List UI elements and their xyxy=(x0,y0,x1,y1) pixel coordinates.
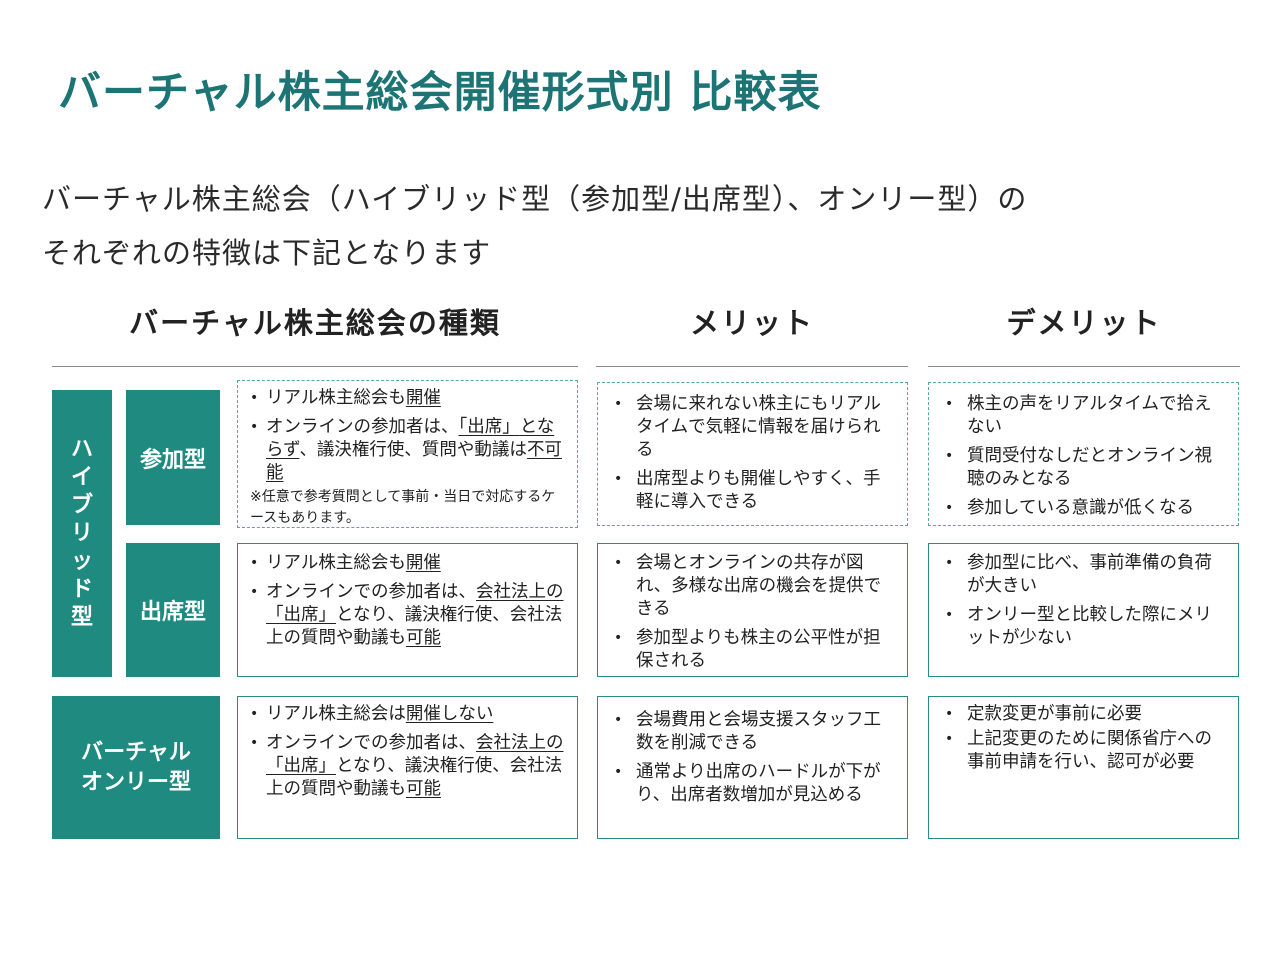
list-item: 参加している意識が低くなる xyxy=(941,497,1228,520)
header-merit: メリット xyxy=(689,306,814,340)
list-item: 上記変更のために関係省庁への事前申請を行い、認可が必要 xyxy=(941,728,1228,774)
list-item: オンラインの参加者は、「出席」とならず、議決権行使、質問や動議は不可能 xyxy=(250,416,567,485)
attendance-demerits: 参加型に比べ、事前準備の負荷が大きい オンリー型と比較した際にメリットが少ない xyxy=(928,543,1239,677)
list-item: オンリー型と比較した際にメリットが少ない xyxy=(941,604,1228,650)
divider-demerit xyxy=(928,366,1240,367)
hybrid-char: イ xyxy=(70,464,93,490)
hybrid-char: 型 xyxy=(70,604,93,630)
page-title: バーチャル株主総会開催形式別 比較表 xyxy=(58,68,822,118)
list-item: リアル株主総会も開催 xyxy=(250,552,567,575)
list-item: 参加型よりも株主の公平性が担保される xyxy=(610,627,897,673)
hybrid-label: ハ イ ブ リ ッ ド 型 xyxy=(52,390,112,677)
attendance-description: リアル株主総会も開催 オンラインでの参加者は、会社法上の「出席」となり、議決権行… xyxy=(237,543,578,677)
divider-merit xyxy=(596,366,908,367)
only-label-line-2: オンリー型 xyxy=(80,769,191,795)
list-item: 会場に来れない株主にもリアルタイムで気軽に情報を届けられる xyxy=(610,393,897,462)
only-demerits: 定款変更が事前に必要 上記変更のために関係省庁への事前申請を行い、認可が必要 xyxy=(928,696,1239,839)
only-label-line-1: バーチャル xyxy=(81,739,191,765)
list-item: 出席型よりも開催しやすく、手軽に導入できる xyxy=(610,468,897,514)
attendance-merits: 会場とオンラインの共存が図れ、多様な出席の機会を提供できる 参加型よりも株主の公… xyxy=(597,543,908,677)
list-item: 質問受付なしだとオンライン視聴のみとなる xyxy=(941,445,1228,491)
list-item: オンラインでの参加者は、会社法上の「出席」となり、議決権行使、会社法上の質問や動… xyxy=(250,732,567,801)
list-item: 参加型に比べ、事前準備の負荷が大きい xyxy=(941,552,1228,598)
subtitle: バーチャル株主総会（ハイブリッド型（参加型/出席型）、オンリー型）の それぞれの… xyxy=(42,172,1027,280)
header-demerit: デメリット xyxy=(1006,306,1162,340)
only-description: リアル株主総会は開催しない オンラインでの参加者は、会社法上の「出席」となり、議… xyxy=(237,696,578,839)
list-item: 株主の声をリアルタイムで拾えない xyxy=(941,393,1228,439)
subtitle-line-1: バーチャル株主総会（ハイブリッド型（参加型/出席型）、オンリー型）の xyxy=(42,182,1028,216)
list-item: オンラインでの参加者は、会社法上の「出席」となり、議決権行使、会社法上の質問や動… xyxy=(250,581,567,650)
participation-description: リアル株主総会も開催 オンラインの参加者は、「出席」とならず、議決権行使、質問や… xyxy=(237,380,578,528)
list-item: リアル株主総会は開催しない xyxy=(250,703,567,726)
hybrid-char: ハ xyxy=(70,436,93,462)
hybrid-char: ッ xyxy=(70,548,93,574)
attendance-label: 出席型 xyxy=(126,543,220,677)
subtitle-line-2: それぞれの特徴は下記となります xyxy=(42,236,492,270)
header-types: バーチャル株主総会の種類 xyxy=(129,306,501,340)
hybrid-char: ブ xyxy=(70,492,93,518)
hybrid-char: ド xyxy=(70,576,93,602)
list-item: リアル株主総会も開催 xyxy=(250,387,567,410)
only-label: バーチャル オンリー型 xyxy=(52,696,220,839)
list-item: 会場費用と会場支援スタッフ工数を削減できる xyxy=(610,709,897,755)
list-item: 定款変更が事前に必要 xyxy=(941,703,1228,726)
participation-label: 参加型 xyxy=(126,390,220,525)
participation-demerits: 株主の声をリアルタイムで拾えない 質問受付なしだとオンライン視聴のみとなる 参加… xyxy=(928,382,1239,526)
list-item: 会場とオンラインの共存が図れ、多様な出席の機会を提供できる xyxy=(610,552,897,621)
participation-note: ※任意で参考質問として事前・当日で対応するケースもあります。 xyxy=(250,489,556,526)
only-merits: 会場費用と会場支援スタッフ工数を削減できる 通常より出席のハードルが下がり、出席… xyxy=(597,696,908,839)
list-item: 通常より出席のハードルが下がり、出席者数増加が見込める xyxy=(610,761,897,807)
hybrid-char: リ xyxy=(70,520,93,546)
participation-merits: 会場に来れない株主にもリアルタイムで気軽に情報を届けられる 出席型よりも開催しや… xyxy=(597,382,908,526)
divider-types xyxy=(52,366,578,367)
